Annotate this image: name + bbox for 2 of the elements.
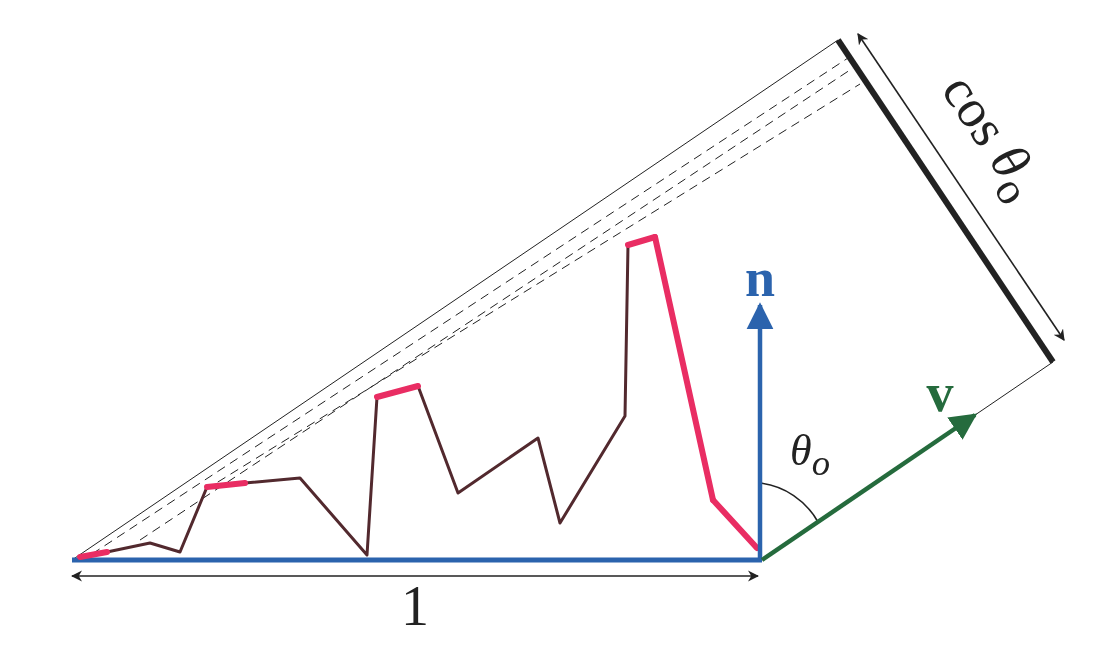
vector-label: n: [744, 251, 775, 305]
dimension-label: 1: [401, 578, 429, 634]
